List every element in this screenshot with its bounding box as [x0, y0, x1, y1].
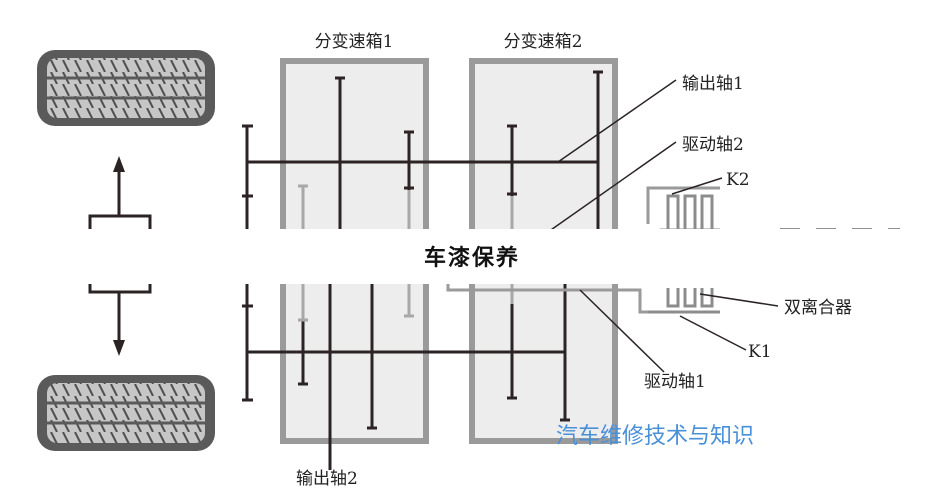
label-output-shaft2: 输出轴2: [296, 469, 358, 489]
tire-bottom: [37, 375, 215, 451]
clutch-k2: [660, 194, 720, 232]
leader-lines: [329, 79, 779, 462]
label-drive-shaft1: 驱动轴1: [644, 372, 706, 392]
label-drive-shaft2: 驱动轴2: [682, 135, 744, 155]
output-shaft1: [242, 70, 603, 230]
clutch-k1: [648, 288, 720, 314]
idle-gears-bottom: [298, 284, 514, 322]
overlay-banner: [0, 229, 944, 284]
label-dual-clutch: 双离合器: [784, 298, 852, 318]
output-shaft2: [242, 284, 570, 470]
label-gearbox2: 分变速箱2: [504, 32, 583, 52]
label-k1: K1: [748, 342, 772, 362]
label-gearbox1: 分变速箱1: [315, 32, 394, 52]
watermark-text: 汽车维修技术与知识: [556, 424, 755, 449]
banner-title: 车漆保养: [423, 245, 520, 271]
idle-gears-top: [298, 184, 514, 230]
drive-shafts: [446, 186, 720, 314]
tire-top: [37, 50, 215, 126]
label-output-shaft1: 输出轴1: [682, 74, 744, 94]
label-k2: K2: [726, 170, 750, 190]
